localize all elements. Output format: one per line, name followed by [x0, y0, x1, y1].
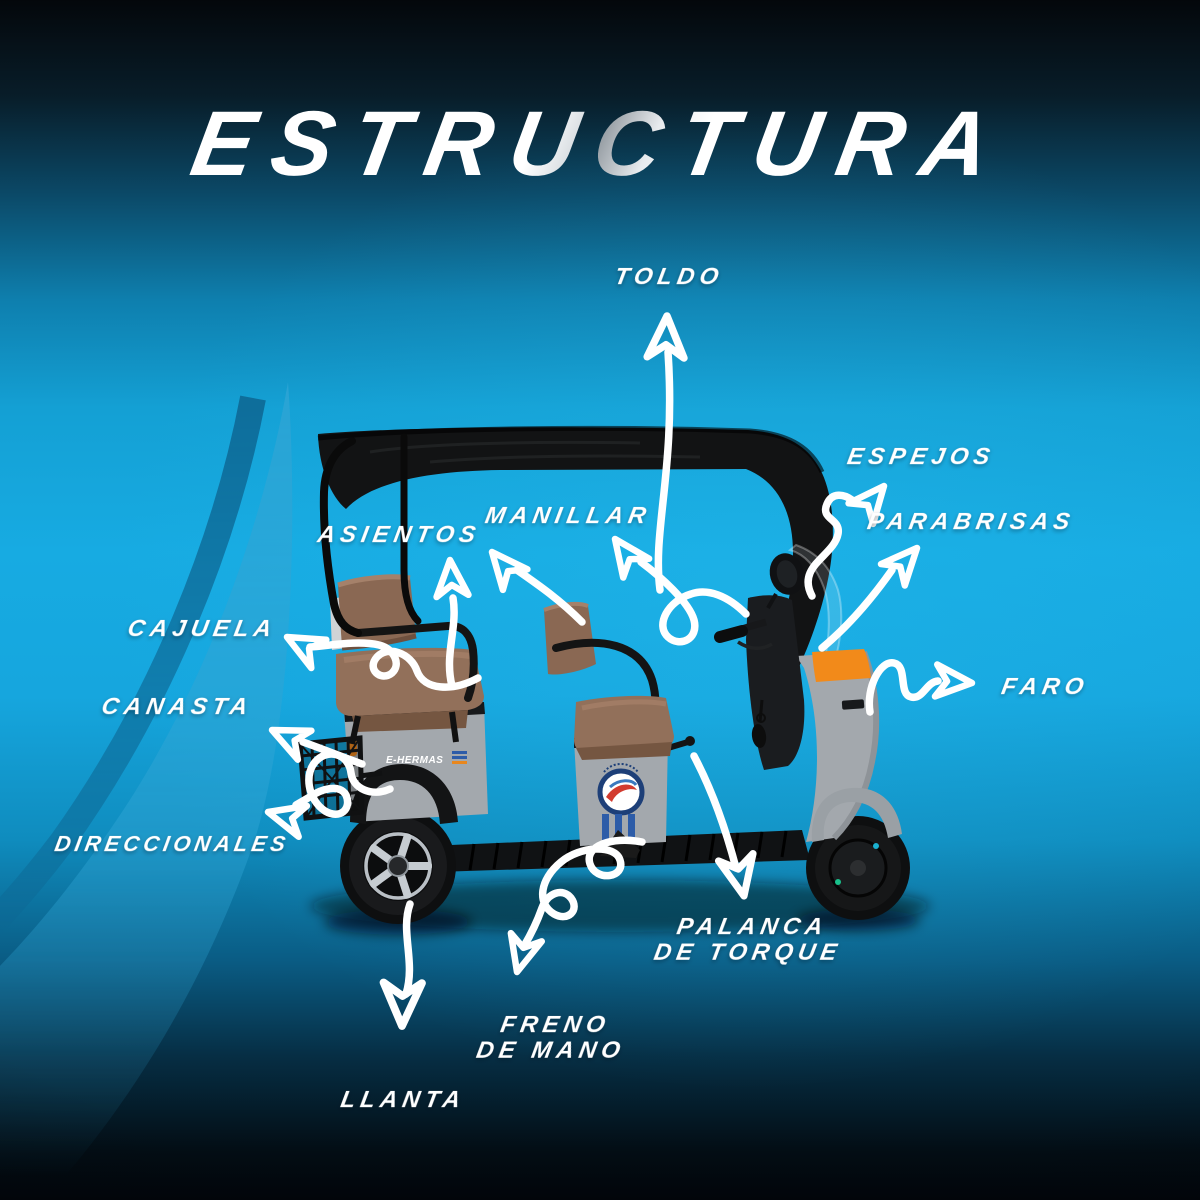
- label-llanta: LLANTA: [338, 1086, 468, 1113]
- label-direccionales: DIRECCIONALES: [52, 831, 292, 856]
- rear-wheel: [340, 808, 456, 924]
- asientos-arrow-front: [480, 542, 586, 626]
- label-palanca-line1: PALANCA: [674, 913, 831, 940]
- label-freno-line1: FRENO: [498, 1011, 613, 1038]
- logo-badge: [597, 768, 645, 816]
- cockpit: [714, 553, 805, 770]
- label-asientos: ASIENTOS: [315, 521, 483, 548]
- front-body: [796, 649, 902, 842]
- label-toldo: TOLDO: [612, 263, 726, 290]
- palanca-arrow: [690, 752, 761, 900]
- label-canasta: CANASTA: [99, 693, 255, 720]
- driver-seat: [543, 601, 674, 760]
- faro-arrow: [865, 659, 973, 716]
- label-freno-de-mano: FRENO DE MANO: [474, 1011, 632, 1064]
- label-espejos: ESPEJOS: [845, 443, 997, 470]
- front-orange-band: [812, 649, 871, 682]
- handlebar-grip: [714, 625, 748, 643]
- label-cajuela: CAJUELA: [125, 615, 279, 642]
- label-palanca-de-torque: PALANCA DE TORQUE: [651, 913, 848, 966]
- label-parabrisas: PARABRISAS: [865, 508, 1077, 535]
- label-freno-line2: DE MANO: [474, 1037, 628, 1064]
- page-title: ESTRUCTURA: [184, 93, 1016, 195]
- label-palanca-line2: DE TORQUE: [651, 939, 844, 966]
- brand-text: E-HERMAS: [386, 755, 443, 766]
- label-faro: FARO: [999, 673, 1091, 700]
- label-manillar: MANILLAR: [483, 502, 654, 529]
- manillar-arrow: [602, 530, 750, 646]
